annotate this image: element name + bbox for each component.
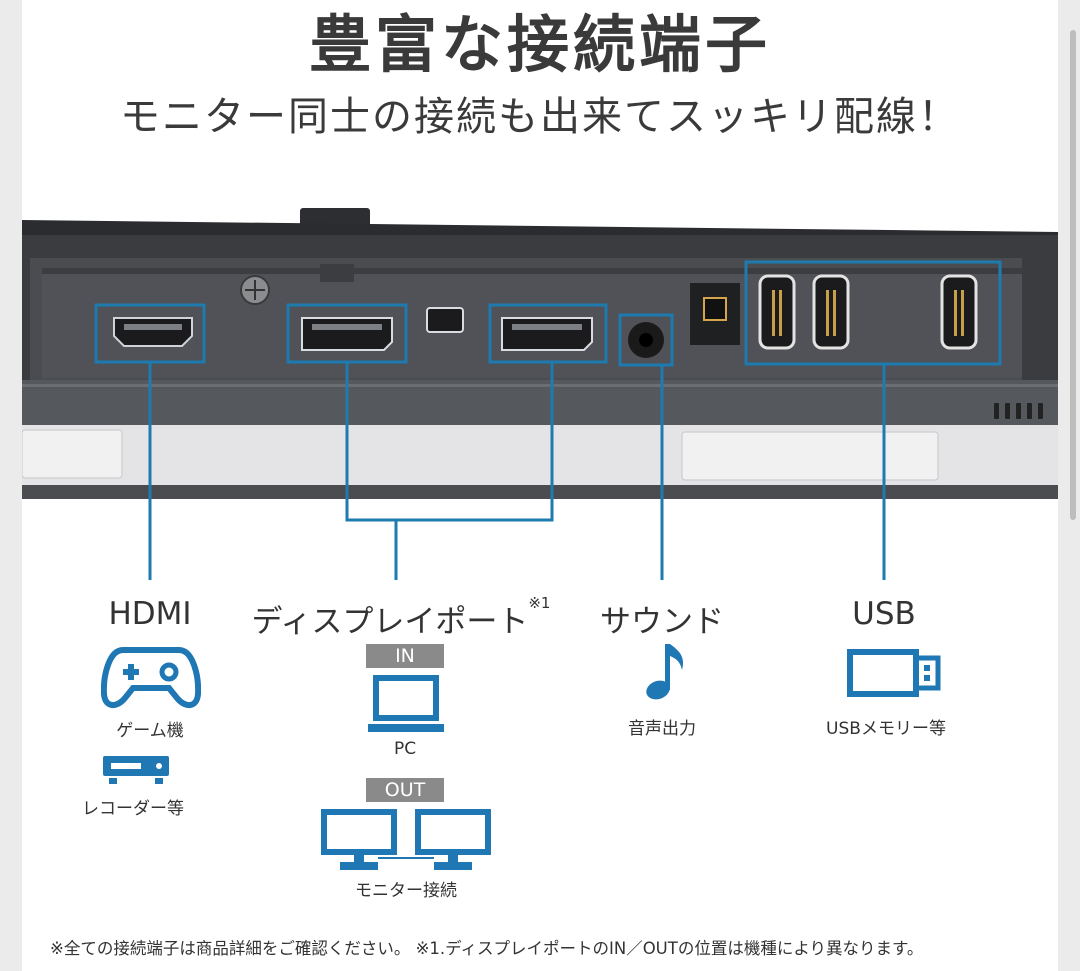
displayport-label-text: ディスプレイポート <box>251 604 529 640</box>
recorder-label: レコーダー等 <box>82 799 184 819</box>
music-note-icon <box>646 644 684 700</box>
scrollbar[interactable] <box>1070 30 1076 520</box>
in-tag: IN <box>366 644 444 668</box>
page-title: 豊富な接続端子 <box>308 8 771 81</box>
usb-label: USB <box>852 596 916 632</box>
sound-label: サウンド <box>600 604 724 640</box>
gamepad-icon <box>101 647 201 708</box>
laptop-icon <box>368 675 444 732</box>
dual-monitor-icon <box>321 809 491 870</box>
pc-label: PC <box>393 739 417 759</box>
product-image-card: 豊富な接続端子 モニター同士の接続も出来てスッキリ配線！ <box>22 0 1058 971</box>
monitor-connection-label: モニター接続 <box>355 881 457 901</box>
game-console-label: ゲーム機 <box>116 721 184 741</box>
monitor-bottom-illustration <box>22 208 1058 580</box>
usb-stick-icon <box>847 649 941 697</box>
out-tag: OUT <box>366 778 444 802</box>
displayport-note-mark: ※1 <box>528 594 551 612</box>
footnote: ※全ての接続端子は商品詳細をご確認ください。 ※1.ディスプレイポートのIN／O… <box>50 939 924 958</box>
usb-memory-label: USBメモリー等 <box>826 719 946 739</box>
page-subtitle: モニター同士の接続も出来てスッキリ配線！ <box>120 94 960 140</box>
recorder-icon <box>103 756 169 784</box>
displayport-label: ディスプレイポート※1 <box>246 594 556 641</box>
hdmi-label: HDMI <box>108 596 192 632</box>
audio-output-label: 音声出力 <box>628 719 696 739</box>
